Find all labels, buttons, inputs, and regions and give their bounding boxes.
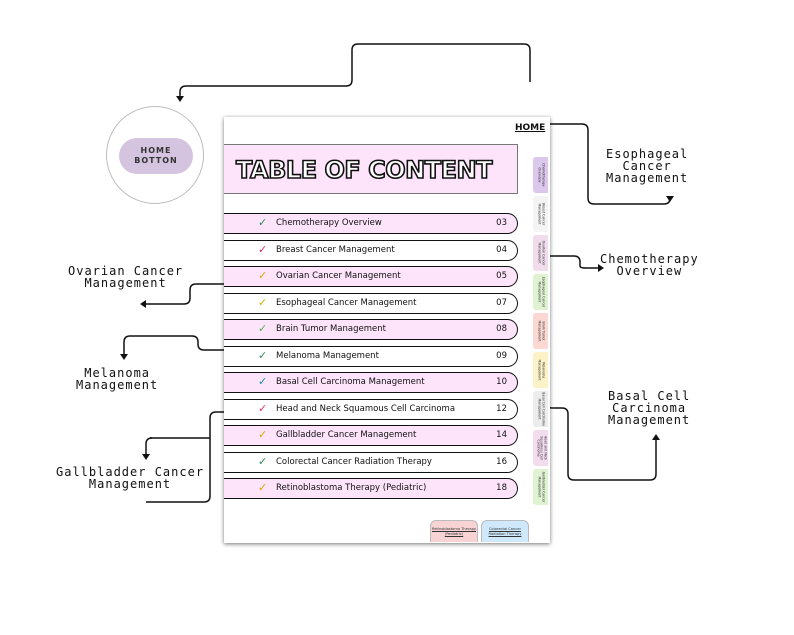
toc-row-label: Ovarian Cancer Management (276, 271, 401, 281)
toc-row-page: 05 (496, 271, 507, 281)
toc-row[interactable]: ✓ Melanoma Management 09 (224, 345, 518, 367)
callout-esophageal: Esophageal Cancer Management (606, 148, 688, 184)
side-tab[interactable]: Head and Neck Squamous Cell Carcinoma (533, 430, 548, 466)
callout-basal-line1: Basal Cell (608, 389, 691, 403)
side-tab-label: Head and Neck Squamous Cell Carcinoma (535, 435, 547, 461)
side-tab-label: Esophageal Cancer Management (537, 276, 546, 308)
toc-row-label: Basal Cell Carcinoma Management (276, 377, 425, 387)
side-tab-label: Gallbladder Cancer Management (537, 471, 546, 503)
toc-row-page: 18 (496, 483, 507, 493)
side-tab[interactable]: Basal Cell Carcinoma Management (533, 391, 548, 427)
home-button-line2: BOTTON (134, 156, 178, 165)
toc-row-label: Retinoblastoma Therapy (Pediatric) (276, 483, 427, 493)
side-tab-label: Ovarian Cancer Management (537, 240, 546, 266)
toc-row-page: 03 (496, 218, 507, 228)
home-button-line1: HOME (140, 146, 172, 155)
callout-esophageal-line1: Esophageal (606, 147, 689, 161)
bottom-tab-label: Colorectal Cancer Radiation Therapy (488, 526, 522, 536)
link-gallbladder (146, 411, 408, 503)
home-button-circle: HOME BOTTON (106, 106, 204, 204)
toc-row-label: Head and Neck Squamous Cell Carcinoma (276, 403, 456, 414)
toc-row[interactable]: ✓ Ovarian Cancer Management 05 (224, 266, 518, 287)
link-melanoma (123, 335, 232, 354)
checkmark-icon: ✓ (258, 216, 268, 229)
toc-row-page: 12 (496, 403, 507, 414)
checkmark-icon: ✓ (258, 348, 268, 362)
checkmark-icon: ✓ (258, 269, 268, 282)
checkmark-icon: ✓ (258, 242, 268, 256)
side-tab-label: Chemotherapy Overview (537, 163, 546, 187)
callout-basal-line2: Carcinoma (612, 401, 687, 415)
checkmark-icon: ✓ (258, 375, 268, 388)
toc-row-label: Brain Tumor Management (276, 324, 386, 334)
toc-row[interactable]: ✓ Gallbladder Cancer Management 14 (224, 425, 518, 446)
checkmark-icon: ✓ (258, 401, 268, 415)
callout-gallbladder-line2: Management (88, 477, 172, 491)
callout-chemotherapy: Chemotherapy Overview (600, 253, 699, 277)
toc-row-label: Gallbladder Cancer Management (276, 430, 417, 440)
toc-row-label: Melanoma Management (276, 350, 379, 361)
checkmark-icon: ✓ (258, 454, 268, 468)
toc-row-label: Colorectal Cancer Radiation Therapy (276, 456, 432, 467)
toc-row-label: Chemotherapy Overview (276, 218, 382, 228)
toc-row[interactable]: ✓ Brain Tumor Management 08 (224, 319, 518, 340)
toc-row-page: 09 (496, 350, 507, 361)
side-tab[interactable]: Brain Tumor Management (533, 313, 548, 349)
callout-ovarian-line2: Management (84, 276, 167, 290)
toc-row-label: Breast Cancer Management (276, 244, 395, 255)
home-link[interactable]: HOME (515, 123, 546, 133)
side-tab[interactable]: Gallbladder Cancer Management (533, 469, 548, 505)
toc-row[interactable]: ✓ Basal Cell Carcinoma Management 10 (224, 372, 518, 393)
toc-row[interactable]: ✓ Colorectal Cancer Radiation Therapy 16 (224, 451, 518, 473)
callout-chemotherapy-line2: Overview (616, 264, 683, 278)
toc-row[interactable]: ✓ Head and Neck Squamous Cell Carcinoma 12 (224, 398, 518, 420)
callout-basal: Basal Cell Carcinoma Management (608, 390, 690, 426)
callout-melanoma-line1: Melanoma (84, 366, 151, 380)
toc-row-page: 07 (496, 297, 507, 308)
side-tab[interactable]: Ovarian Cancer Management (533, 235, 548, 271)
toc-row-label: Esophageal Cancer Management (276, 297, 417, 308)
page-title: TABLE OF CONTENT (235, 155, 493, 185)
callout-melanoma: Melanoma Management (76, 367, 158, 391)
toc-row-page: 10 (496, 377, 507, 387)
side-tab-label: Breast Cancer Management (537, 202, 546, 226)
callout-ovarian: Ovarian Cancer Management (68, 265, 183, 289)
checkmark-icon: ✓ (258, 481, 268, 494)
callout-chemotherapy-line1: Chemotherapy (600, 252, 699, 266)
toc-row-page: 14 (496, 430, 507, 440)
side-tab-label: Melanoma Management (537, 359, 546, 381)
checkmark-icon: ✓ (258, 428, 268, 441)
side-tab-label: Brain Tumor Management (537, 320, 546, 342)
side-tab-label: Basal Cell Carcinoma Management (537, 392, 546, 426)
toc-row-page: 16 (496, 456, 507, 467)
callout-gallbladder-line1: Gallbladder Cancer (56, 465, 205, 479)
toc-row-page: 08 (496, 324, 507, 334)
side-tab[interactable]: Esophageal Cancer Management (533, 274, 548, 310)
toc-row-page: 04 (496, 244, 507, 255)
link-home (179, 43, 531, 96)
checkmark-icon: ✓ (258, 322, 268, 335)
callout-ovarian-line1: Ovarian Cancer (68, 264, 184, 278)
callout-gallbladder: Gallbladder Cancer Management (56, 466, 204, 490)
callout-esophageal-line3: Management (606, 171, 689, 185)
home-button[interactable]: HOME BOTTON (119, 138, 193, 174)
bottom-tab[interactable]: Retinoblastoma Therapy (Pediatric) (430, 520, 478, 542)
toc-row[interactable]: ✓ Chemotherapy Overview 03 (224, 213, 518, 234)
bottom-tab[interactable]: Colorectal Cancer Radiation Therapy (481, 520, 529, 542)
callout-basal-line3: Management (608, 413, 691, 427)
callout-esophageal-line2: Cancer (622, 159, 672, 173)
side-tab[interactable]: Chemotherapy Overview (533, 157, 548, 193)
planner-page: HOME TABLE OF CONTENT ✓ Chemotherapy Over… (224, 117, 550, 543)
callout-melanoma-line2: Management (76, 378, 159, 392)
toc-row[interactable]: ✓ Breast Cancer Management 04 (224, 239, 518, 261)
link-ovarian (146, 283, 230, 305)
checkmark-icon: ✓ (258, 295, 268, 309)
title-banner: TABLE OF CONTENT (224, 144, 518, 194)
bottom-tab-label: Retinoblastoma Therapy (Pediatric) (431, 526, 476, 536)
toc-row[interactable]: ✓ Retinoblastoma Therapy (Pediatric) 18 (224, 478, 518, 499)
side-tab[interactable]: Breast Cancer Management (533, 196, 548, 232)
toc-row[interactable]: ✓ Esophageal Cancer Management 07 (224, 292, 518, 314)
side-tab[interactable]: Melanoma Management (533, 352, 548, 388)
